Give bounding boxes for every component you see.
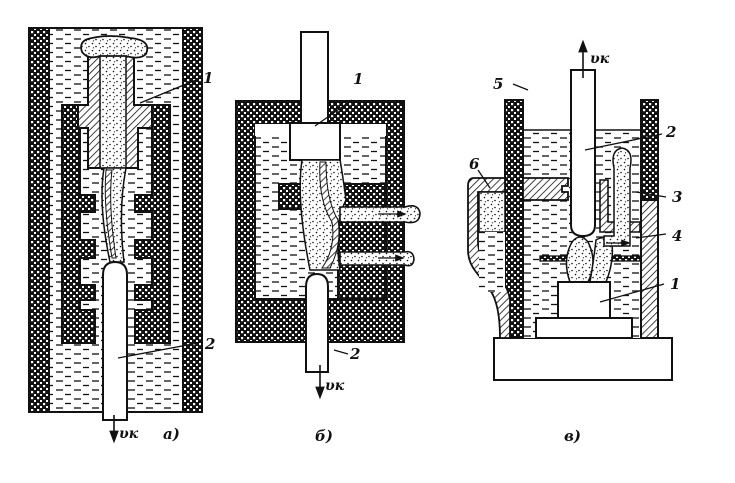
callout-label-6-c: 6 [469,155,480,173]
workpiece-base-c [535,317,633,339]
callout-leader-2-b [333,349,349,355]
container-wall-right-c [640,99,659,201]
callout-label-2-a: 2 [204,335,215,353]
callout-label-5-c: 5 [493,75,503,93]
callout-label-1-c: 1 [670,275,680,293]
inner-insulator-right-a [134,104,171,344]
housing-wall-right-c [640,199,659,339]
reservoir-fill-c [478,191,506,233]
reservoir-liquid-c [479,232,505,292]
callout-leader-1-c [599,283,665,303]
figure-b: 1 2 υк б) [235,31,421,445]
callout-leader-2-c [584,133,663,151]
callout-leader-6-c [477,169,491,189]
fixture-block-c [522,177,569,201]
callout-label-2-b: 2 [349,345,360,363]
inner-insulator-left-a [61,104,96,344]
workpiece-a [102,260,128,421]
outlet-channel-lower-b [339,250,415,267]
callout-label-3-c: 3 [672,188,682,206]
figure-a: 1 2 υк а) [28,27,215,444]
callout-leader-5-c [512,83,529,91]
outer-wall-right-a [182,27,203,413]
callout-leader-1-b [314,99,353,127]
outer-wall-left-a [28,27,50,413]
workpiece-b [305,272,329,373]
electrolyte-jet-left-c [565,236,594,283]
figure-caption-c: в) [564,427,581,445]
electrolyte-outflow-a [80,35,149,59]
electrode-tip-a [104,169,117,259]
feed-channel-c [603,147,632,247]
callout-leader-4-c [635,233,667,239]
tool-head-b [289,122,341,161]
callout-label-2-c: 2 [665,123,676,141]
callout-label-1-b: 1 [353,70,363,88]
fixture-bracket-c [599,179,641,233]
tool-rod-b [300,31,329,125]
figure-caption-b: б) [315,427,333,445]
machined-wall-b [319,161,340,269]
tool-rod-c [570,69,596,238]
figure-c: 5 2 3 4 1 6 υк в) [467,39,682,445]
electrolyte-channel-a [99,51,127,169]
callout-leader-2-a [117,342,199,359]
callout-leader-3-c [635,191,667,198]
velocity-label-c: υк [590,51,610,67]
base-plate-c [493,337,673,381]
insulator-block-right-b [337,183,387,300]
callout-leader-1-a [139,79,197,104]
workpiece-c [557,281,611,319]
velocity-label-a: υк [119,426,139,442]
velocity-label-b: υк [325,378,345,394]
figure-caption-a: а) [163,425,180,443]
callout-label-4-c: 4 [672,227,682,245]
callout-label-1-a: 1 [203,69,213,87]
